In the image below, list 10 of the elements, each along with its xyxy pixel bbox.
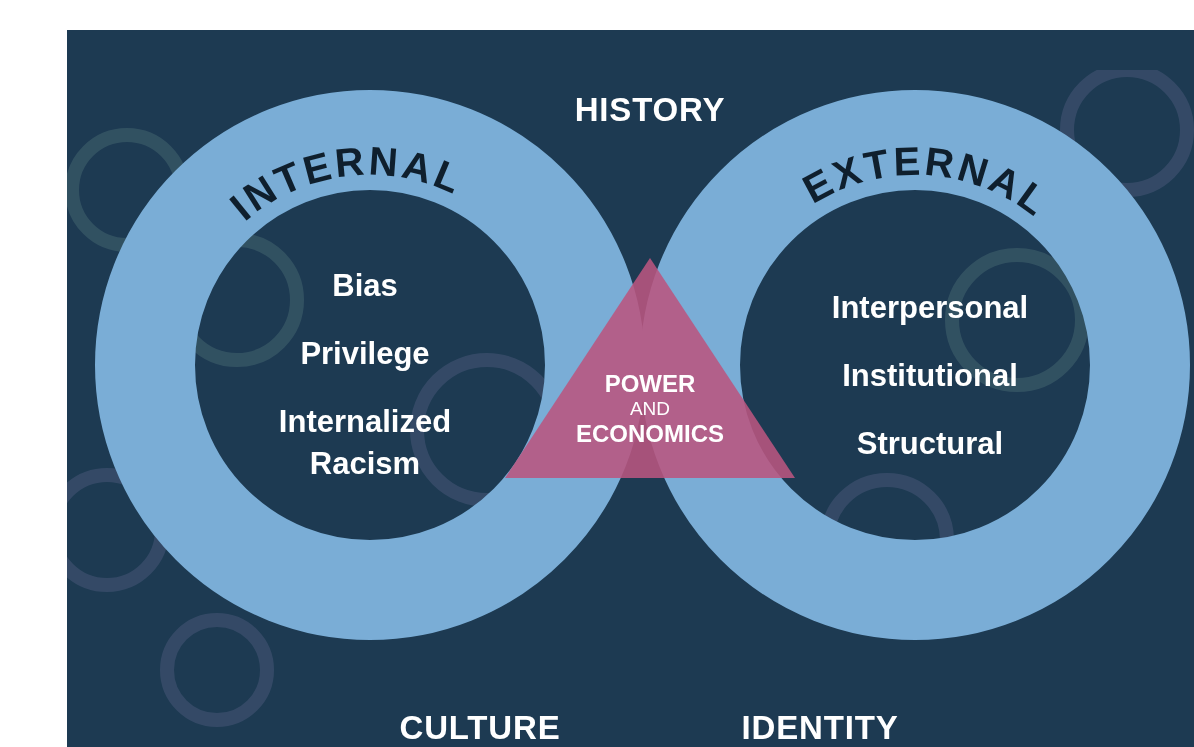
item-text: Interpersonal: [831, 289, 1029, 327]
item-text: Institutional: [842, 357, 1018, 395]
item-text: Privilege: [300, 335, 430, 373]
context-label: HISTORY: [574, 90, 726, 130]
triangle-text: POWER AND ECONOMICS: [575, 370, 725, 448]
item-text: Internalized Racism: [277, 403, 453, 483]
context-label: CULTURE: [399, 708, 561, 747]
item-text: Bias: [332, 267, 398, 305]
context-label: IDENTITY: [741, 708, 899, 747]
item-text: Structural: [856, 425, 1004, 463]
